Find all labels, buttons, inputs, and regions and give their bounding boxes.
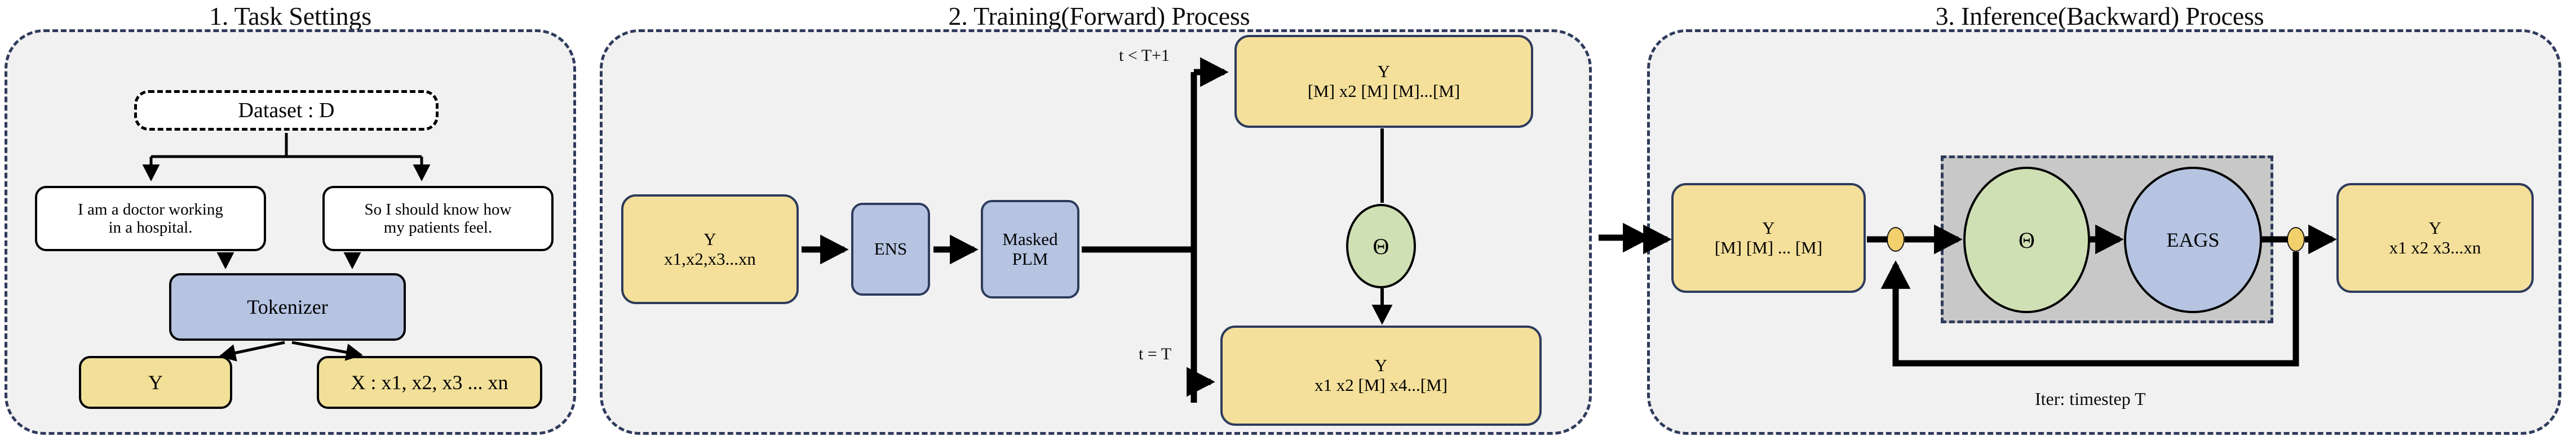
output-x-label: X : x1, x2, x3 ... xn: [351, 371, 508, 394]
panel-2-title: 2. Training(Forward) Process: [948, 2, 1250, 30]
inference-input-line-1: Y: [1762, 217, 1775, 238]
theta-circle-training: Θ: [1346, 204, 1416, 288]
training-input-line-1: Y: [703, 229, 716, 249]
branch-top-label: t < T+1: [1119, 46, 1170, 65]
sentence-a-box: I am a doctor working in a hospital.: [35, 186, 266, 251]
ens-label: ENS: [874, 239, 908, 259]
training-top-output-line-2: [M] x2 [M] [M]...[M]: [1307, 81, 1460, 101]
dataset-label: Dataset : D: [238, 98, 335, 122]
output-y-label: Y: [148, 371, 163, 394]
iteration-caption: Iter: timestep T: [2035, 389, 2146, 409]
output-x-box: X : x1, x2, x3 ... xn: [317, 356, 542, 409]
inference-output-box: Y x1 x2 x3...xn: [2336, 183, 2534, 293]
inference-input-box: Y [M] [M] ... [M]: [1671, 183, 1866, 293]
training-input-line-2: x1,x2,x3...xn: [664, 248, 756, 269]
masked-plm-line-1: Masked: [1002, 229, 1058, 249]
inference-output-line-2: x1 x2 x3...xn: [2389, 237, 2481, 257]
training-bottom-output-box: Y x1 x2 [M] x4...[M]: [1220, 326, 1542, 426]
inference-input-line-2: [M] [M] ... [M]: [1714, 237, 1823, 257]
inference-output-line-1: Y: [2428, 217, 2442, 238]
panel-3-title: 3. Inference(Backward) Process: [1935, 2, 2264, 30]
theta-circle-inference: Θ: [1963, 167, 2090, 313]
eags-label: EAGS: [2166, 229, 2220, 251]
sentence-a-line-2: in a hospital.: [108, 219, 193, 237]
branch-bottom-label: t = T: [1139, 345, 1172, 363]
training-top-output-line-1: Y: [1377, 61, 1391, 81]
output-junction-dot: [2287, 227, 2305, 252]
training-bottom-output-line-2: x1 x2 [M] x4...[M]: [1314, 375, 1448, 395]
panel-1-title: 1. Task Settings: [209, 2, 371, 30]
training-input-box: Y x1,x2,x3...xn: [621, 194, 799, 304]
training-bottom-output-line-1: Y: [1374, 355, 1388, 376]
sentence-b-line-1: So I should know how: [364, 200, 512, 219]
tokenizer-box: Tokenizer: [169, 273, 406, 341]
eags-circle: EAGS: [2124, 167, 2262, 313]
theta-label-training: Θ: [1373, 233, 1389, 259]
input-junction-dot: [1887, 227, 1905, 252]
training-top-output-box: Y [M] x2 [M] [M]...[M]: [1234, 35, 1533, 128]
sentence-a-line-1: I am a doctor working: [78, 200, 223, 219]
tokenizer-label: Tokenizer: [247, 295, 328, 318]
ens-box: ENS: [851, 203, 930, 296]
sentence-b-box: So I should know how my patients feel.: [322, 186, 554, 251]
masked-plm-line-2: PLM: [1012, 248, 1048, 269]
output-y-box: Y: [79, 356, 232, 409]
dataset-box: Dataset : D: [134, 90, 439, 131]
masked-plm-box: Masked PLM: [981, 200, 1079, 299]
sentence-b-line-2: my patients feel.: [383, 219, 493, 237]
theta-label-inference: Θ: [2019, 227, 2035, 253]
